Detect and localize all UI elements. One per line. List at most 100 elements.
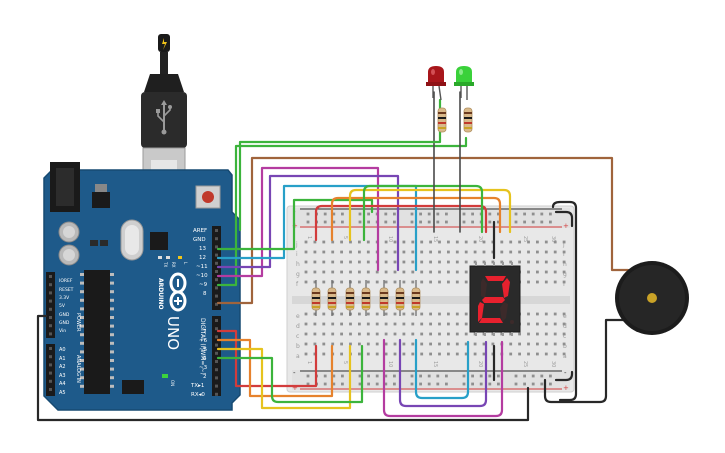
seven-segment-display[interactable]: 2 <box>0 0 521 336</box>
breadboard-hole <box>518 342 521 346</box>
led-green[interactable] <box>454 66 474 100</box>
breadboard-hole <box>402 322 406 326</box>
wire-buzzer-ground[interactable] <box>543 318 630 404</box>
wire-top-green[interactable] <box>362 184 484 242</box>
breadboard-hole <box>544 312 548 316</box>
breadboard-hole <box>438 342 441 346</box>
wire-led-green[interactable] <box>216 136 468 287</box>
breadboard-hole <box>384 270 388 274</box>
pin-label-a0: A0 <box>59 347 66 353</box>
wire-digital-6[interactable] <box>216 338 334 398</box>
rail-hole <box>419 220 422 224</box>
wire-rail-link[interactable] <box>551 200 578 402</box>
rail-hole <box>436 374 440 378</box>
breadboard-hole <box>402 250 406 254</box>
breadboard-hole <box>518 260 521 264</box>
breadboard-hole <box>375 342 379 346</box>
breadboard-hole <box>331 322 335 326</box>
pin-label-gnd-1: GND <box>59 312 70 318</box>
header-hole <box>49 347 52 350</box>
reset-button-cap[interactable] <box>202 191 214 203</box>
breadboard-hole <box>544 352 548 356</box>
rail-hole <box>427 374 431 378</box>
wire-bottom-purple[interactable] <box>398 338 488 408</box>
wire-rail-jumper-bottom[interactable] <box>554 370 574 382</box>
breadboard-hole <box>527 312 530 316</box>
breadboard-hole <box>384 342 388 346</box>
breadboard-hole <box>500 332 504 336</box>
chip-leg <box>80 298 84 302</box>
pin-label-ioref: IOREF <box>59 278 73 284</box>
wire-digital-7[interactable] <box>216 329 318 388</box>
header-hole <box>215 335 218 339</box>
svg-text:f: f <box>296 281 299 288</box>
breadboard-hole <box>420 240 424 244</box>
breadboard-hole <box>304 312 308 316</box>
pin-label-3: ~3 <box>199 365 208 371</box>
chip-leg <box>110 359 114 362</box>
breadboard-hole <box>447 332 450 336</box>
chip-leg <box>80 384 84 388</box>
breadboard-hole <box>536 270 539 274</box>
breadboard-hole <box>358 352 361 356</box>
pin-label-gnd: GND <box>193 237 206 243</box>
breadboard-hole <box>366 280 370 284</box>
wire-top-red[interactable] <box>314 204 488 242</box>
breadboard-hole <box>509 352 513 356</box>
breadboard-hole <box>340 342 343 346</box>
pin-label-10: ~10 <box>196 273 208 279</box>
svg-text:15: 15 <box>432 361 438 367</box>
arduino-logo <box>169 272 187 312</box>
wire-segment-b[interactable] <box>216 174 400 272</box>
wire-bottom-cyan[interactable] <box>414 338 470 400</box>
breadboard-hole <box>384 332 388 336</box>
breadboard-hole <box>509 332 513 336</box>
usb-interface-chip <box>150 232 168 250</box>
svg-text:c: c <box>563 333 566 340</box>
tx-led-label: TX <box>163 261 168 267</box>
rail-hole <box>332 374 336 378</box>
arduino-brand-text: ARDUINO <box>157 278 164 309</box>
breadboard-hole <box>447 342 450 346</box>
wire-segment-a[interactable] <box>216 166 380 278</box>
rail-hole <box>462 220 466 224</box>
wire-segment-c[interactable] <box>216 184 418 272</box>
breadboard-hole <box>455 250 459 254</box>
svg-text:10: 10 <box>387 236 393 242</box>
wire-top-yellow[interactable] <box>348 188 512 242</box>
rail-hole <box>497 382 500 386</box>
wire-top-orange[interactable] <box>330 196 502 242</box>
breadboard-hole <box>411 260 415 264</box>
breadboard-hole <box>402 260 406 264</box>
wire-rail-jumper-top[interactable] <box>554 210 574 228</box>
breadboard-hole <box>562 332 566 336</box>
arduino-uno-board[interactable]: ARDUINO UNO DIGITAL (PWM= ~) POWER ANALO… <box>43 162 241 411</box>
wire-buzzer-signal[interactable] <box>216 156 630 305</box>
pin-label-rx0: RX◂0 <box>191 392 205 398</box>
svg-text:a: a <box>563 353 567 360</box>
rail-hole <box>375 374 379 378</box>
segment-b <box>502 278 510 298</box>
breadboard-hole <box>340 260 343 264</box>
breadboard-hole <box>340 240 343 244</box>
resistor <box>379 280 389 316</box>
breadboard-hole <box>358 270 361 274</box>
rail-hole <box>427 382 431 386</box>
breadboard-hole <box>518 240 521 244</box>
wire-bottom-magenta[interactable] <box>382 338 504 418</box>
usb-strain-relief <box>144 74 184 92</box>
wire-ground-bottom[interactable] <box>36 314 530 422</box>
led-red[interactable] <box>426 66 446 101</box>
breadboard-hole <box>402 312 406 316</box>
header-hole <box>215 294 218 298</box>
piezo-buzzer[interactable] <box>615 261 689 335</box>
pin-label-a1: A1 <box>59 356 66 362</box>
breadboard-hole <box>562 342 566 346</box>
breadboard-hole <box>331 270 335 274</box>
wire-digital-4[interactable] <box>216 344 364 404</box>
rail-hole <box>332 382 336 386</box>
wire-segment-d[interactable] <box>216 198 374 251</box>
rail-hole <box>410 212 414 216</box>
wire-digital-5[interactable] <box>216 344 352 410</box>
breadboard-hole <box>473 240 477 244</box>
